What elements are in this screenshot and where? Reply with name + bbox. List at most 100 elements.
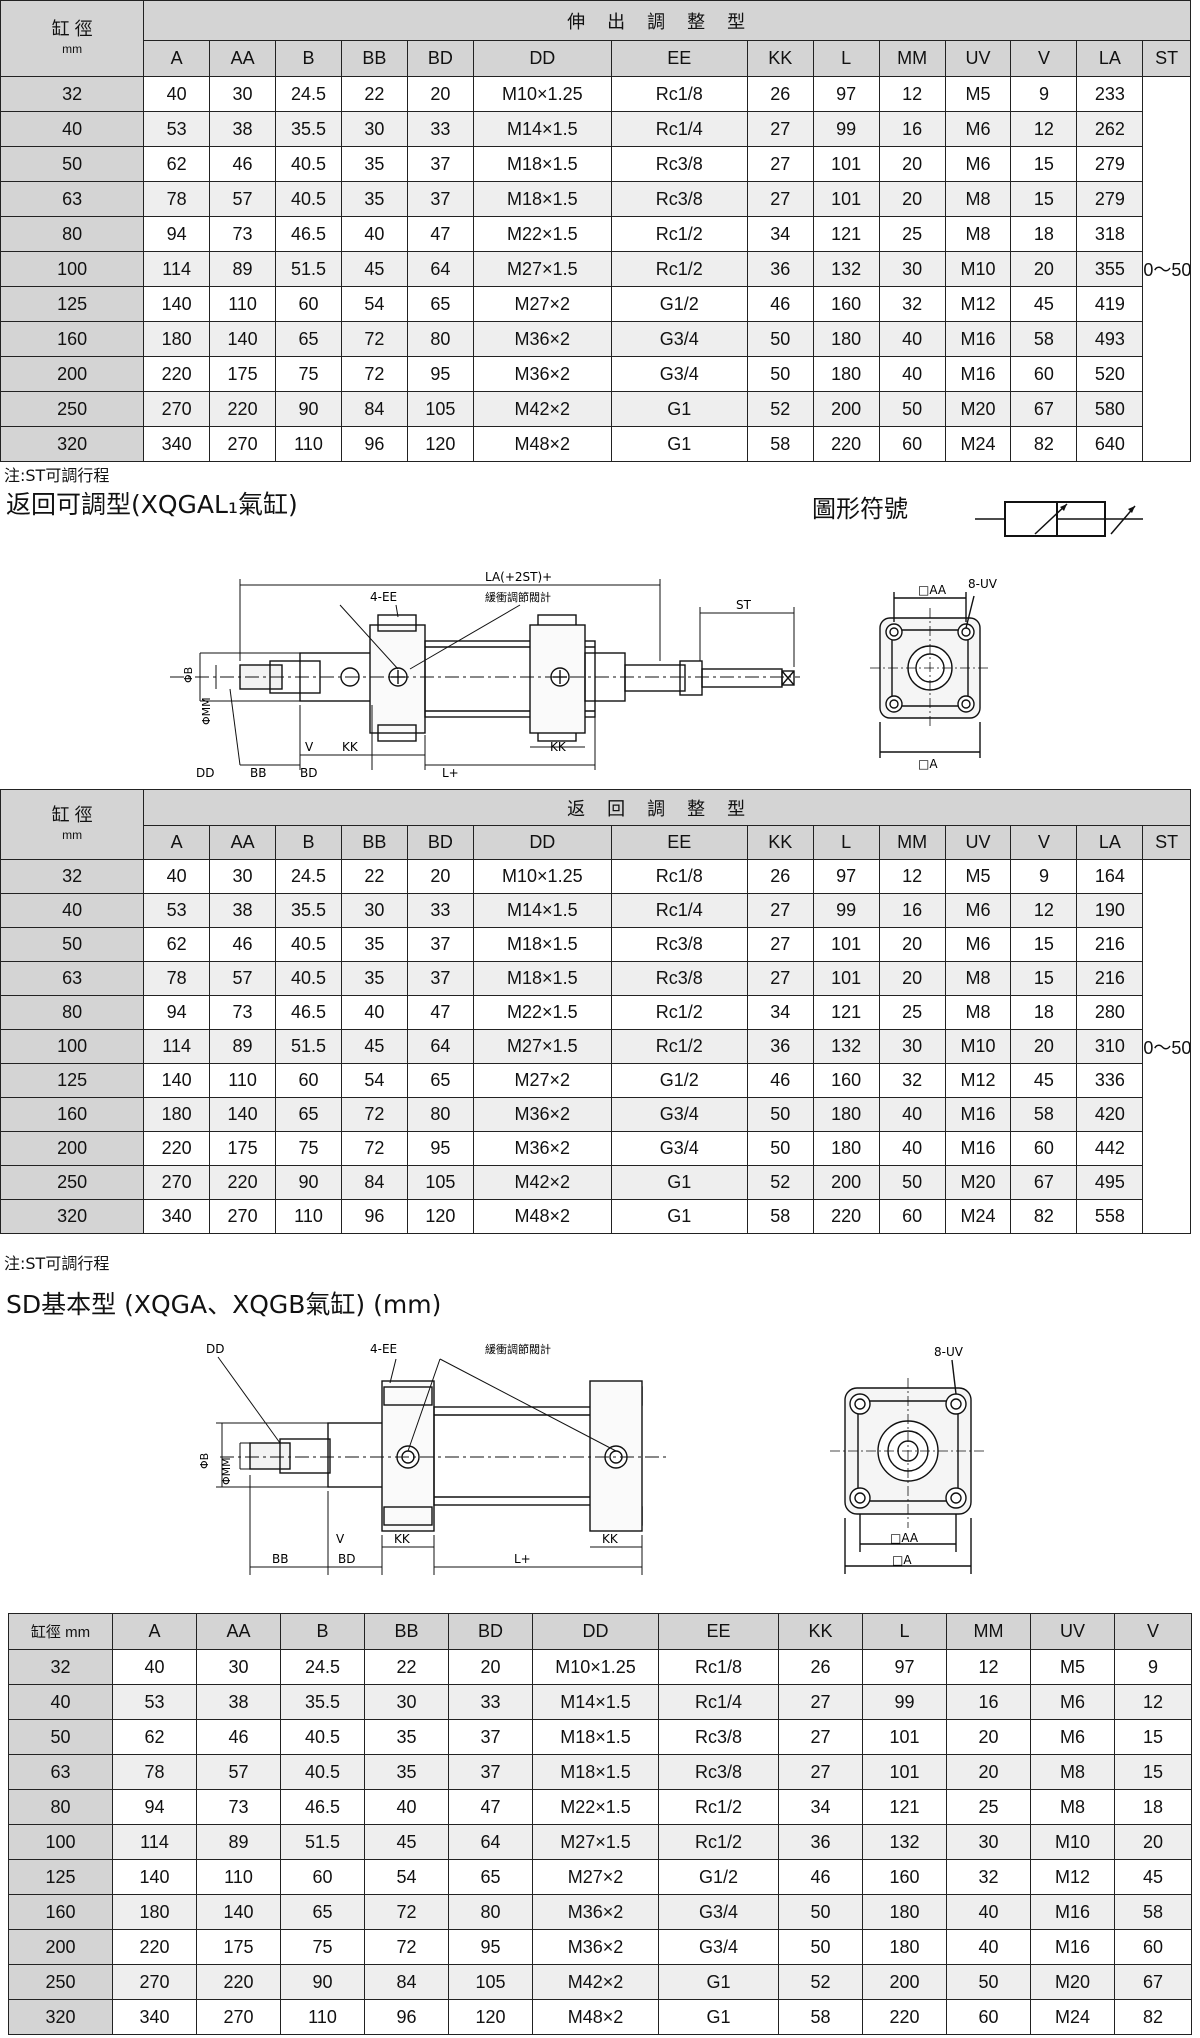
col-header-bd: BD [406, 825, 474, 860]
cell-b: 90 [280, 1964, 365, 2000]
cell-kk: 46 [746, 1063, 814, 1098]
cell-a: 140 [143, 1063, 211, 1098]
dim-aa: □AA [890, 1531, 919, 1545]
cell-ee: G3/4 [658, 1894, 779, 1930]
dim-dd: DD [196, 766, 214, 780]
col-header-l: L [812, 40, 880, 77]
cell-b: 65 [275, 321, 342, 357]
cell-la: 640 [1076, 426, 1144, 462]
cell-dd: M22×1.5 [472, 216, 612, 252]
col-header-ee: EE [658, 1613, 779, 1650]
cell-bb: 45 [340, 1029, 408, 1064]
cell-bd: 64 [406, 1029, 474, 1064]
cell-dd: M48×2 [472, 1199, 612, 1234]
cell-kk: 36 [778, 1824, 863, 1860]
cell-la: 442 [1076, 1131, 1144, 1166]
cell-mm: 12 [878, 859, 946, 894]
cell-dd: M10×1.25 [532, 1649, 659, 1685]
cell-dd: M10×1.25 [472, 859, 612, 894]
cell-uv: M24 [944, 426, 1012, 462]
cell-kk: 34 [746, 995, 814, 1030]
cell-la: 190 [1076, 893, 1144, 928]
cell-l: 121 [812, 216, 880, 252]
cell-a: 114 [112, 1824, 197, 1860]
cell-bb: 84 [340, 391, 408, 427]
cell-aa: 140 [209, 1097, 277, 1132]
cell-bb: 84 [364, 1964, 449, 2000]
dim-l: L+ [442, 766, 459, 780]
cell-bd: 64 [448, 1824, 533, 1860]
cell-aa: 73 [209, 995, 277, 1030]
cell-b: 24.5 [280, 1649, 365, 1685]
cell-la: 520 [1076, 356, 1144, 392]
col-header-b: B [280, 1613, 365, 1650]
cell-bd: 37 [448, 1754, 533, 1790]
cell-bd: 47 [448, 1789, 533, 1825]
col-header-b: B [275, 40, 342, 77]
cell-uv: M6 [944, 111, 1012, 147]
cell-uv: M24 [944, 1199, 1012, 1234]
cell-uv: M8 [1030, 1789, 1115, 1825]
cell-b: 60 [280, 1859, 365, 1895]
cell-v: 45 [1114, 1859, 1192, 1895]
cell-bd: 65 [448, 1859, 533, 1895]
cell-ee: G3/4 [610, 321, 748, 357]
bore-cell: 40 [0, 893, 145, 928]
cell-mm: 12 [878, 76, 946, 112]
cell-b: 51.5 [275, 251, 342, 287]
cell-uv: M16 [944, 1097, 1012, 1132]
cell-aa: 89 [209, 1029, 277, 1064]
dim-phi-mm: ΦMM [220, 1457, 233, 1485]
cell-ee: G1/2 [610, 1063, 748, 1098]
cell-v: 15 [1010, 927, 1078, 962]
cell-v: 9 [1010, 76, 1078, 112]
cell-a: 53 [112, 1684, 197, 1720]
cell-b: 60 [275, 286, 342, 322]
cell-mm: 16 [946, 1684, 1031, 1720]
cell-a: 62 [143, 146, 211, 182]
bore-cell: 125 [0, 1063, 145, 1098]
cell-kk: 46 [746, 286, 814, 322]
cell-uv: M5 [944, 76, 1012, 112]
cell-b: 90 [275, 1165, 342, 1200]
bore-cell: 200 [8, 1929, 113, 1965]
cell-mm: 50 [878, 1165, 946, 1200]
cell-a: 340 [143, 1199, 211, 1234]
cell-mm: 50 [878, 391, 946, 427]
cell-bd: 65 [406, 1063, 474, 1098]
col-header-kk: KK [778, 1613, 863, 1650]
cell-ee: G3/4 [658, 1929, 779, 1965]
dim-ee: 4-EE [370, 590, 397, 604]
cell-la: 495 [1076, 1165, 1144, 1200]
cell-a: 78 [112, 1754, 197, 1790]
cell-kk: 26 [746, 76, 814, 112]
col-header-l: L [862, 1613, 947, 1650]
cell-b: 40.5 [280, 1719, 365, 1755]
cell-dd: M27×2 [472, 1063, 612, 1098]
cell-aa: 140 [196, 1894, 281, 1930]
cell-l: 97 [812, 859, 880, 894]
cell-bd: 120 [406, 426, 474, 462]
bore-cell: 100 [0, 251, 145, 287]
cell-mm: 40 [878, 1131, 946, 1166]
stroke-note: 注:ST可調行程 [4, 1254, 110, 1273]
bore-cell: 63 [8, 1754, 113, 1790]
cell-l: 121 [812, 995, 880, 1030]
dim-phi-b: ΦB [182, 667, 195, 683]
pneumatic-symbol-icon [975, 501, 1143, 537]
cell-a: 114 [143, 1029, 211, 1064]
cell-l: 101 [812, 181, 880, 217]
cell-ee: Rc1/2 [610, 216, 748, 252]
basic-side-drawing: DD 4-EE 緩衝調節閥計 ΦB ΦMM BB BD V KK KK L+ [198, 1342, 670, 1575]
cell-bb: 72 [340, 321, 408, 357]
cell-la: 216 [1076, 961, 1144, 996]
cell-uv: M16 [944, 1131, 1012, 1166]
cell-bb: 30 [340, 111, 408, 147]
col-header-uv: UV [944, 40, 1012, 77]
cell-kk: 50 [746, 1131, 814, 1166]
cell-bd: 20 [448, 1649, 533, 1685]
cell-la: 558 [1076, 1199, 1144, 1234]
